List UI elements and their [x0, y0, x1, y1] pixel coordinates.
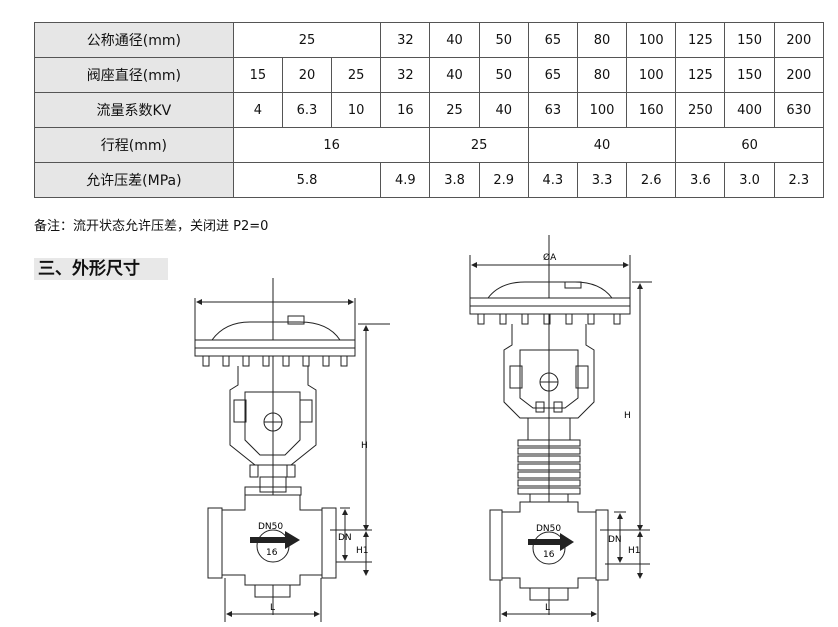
table-cell: 5.8: [232, 162, 382, 198]
table-cell: 3.8: [429, 162, 480, 198]
table-cell: 150: [724, 22, 775, 58]
row-header: 行程(mm): [34, 127, 234, 163]
table-cell: 160: [626, 92, 677, 128]
table-cell: 32: [380, 22, 431, 58]
table-cell: 3.0: [724, 162, 775, 198]
table-cell: 2.6: [626, 162, 677, 198]
table-cell: 100: [576, 92, 628, 128]
table-cell: 25: [429, 127, 529, 163]
table-cell: 2.3: [773, 162, 825, 198]
row-header: 公称通径(mm): [34, 22, 234, 58]
left-l-label: L: [270, 603, 275, 613]
right-valve-drawing: [469, 235, 652, 622]
table-cell: 63: [527, 92, 578, 128]
row-header: 阀座直径(mm): [34, 57, 234, 93]
left-pn-text: 16: [266, 548, 278, 558]
table-cell: 10: [331, 92, 382, 128]
table-cell: 125: [675, 22, 726, 58]
right-h-label: H: [624, 411, 631, 421]
left-flow-arrow-icon: [250, 531, 300, 549]
table-cell: 25: [232, 22, 382, 58]
right-dn-text: DN50: [536, 524, 561, 534]
table-cell: 15: [232, 57, 283, 93]
table-cell: 50: [478, 22, 529, 58]
table-cell: 25: [331, 57, 382, 93]
right-l-label: L: [545, 603, 550, 613]
row-header: 允许压差(MPa): [34, 162, 234, 198]
table-cell: 400: [724, 92, 775, 128]
row-header: 流量系数KV: [34, 92, 234, 128]
table-cell: 16: [232, 127, 431, 163]
left-dn-text: DN50: [258, 522, 283, 532]
left-h1-label: H1: [356, 546, 369, 556]
table-cell: 80: [576, 57, 628, 93]
right-pn-text: 16: [543, 550, 555, 560]
table-cell: 3.6: [675, 162, 726, 198]
table-cell: 200: [773, 22, 825, 58]
table-cell: 2.9: [478, 162, 529, 198]
right-flow-arrow-icon: [528, 533, 574, 551]
table-cell: 4.9: [380, 162, 431, 198]
right-a-label: ØA: [543, 252, 557, 263]
table-cell: 32: [380, 57, 431, 93]
left-h-label: H: [361, 441, 368, 451]
right-h1-label: H1: [628, 546, 641, 556]
left-dn-label: DN: [338, 533, 352, 543]
table-cell: 250: [675, 92, 726, 128]
table-cell: 20: [281, 57, 333, 93]
table-cell: 65: [527, 57, 578, 93]
table-cell: 80: [576, 22, 628, 58]
table-cell: 40: [478, 92, 529, 128]
table-cell: 200: [773, 57, 825, 93]
table-cell: 3.3: [576, 162, 628, 198]
table-cell: 60: [675, 127, 824, 163]
right-dn-label: DN: [608, 535, 622, 545]
note-text: 备注：流开状态允许压差，关闭进 P2=0: [34, 219, 269, 234]
section-title: 三、外形尺寸: [34, 258, 168, 280]
